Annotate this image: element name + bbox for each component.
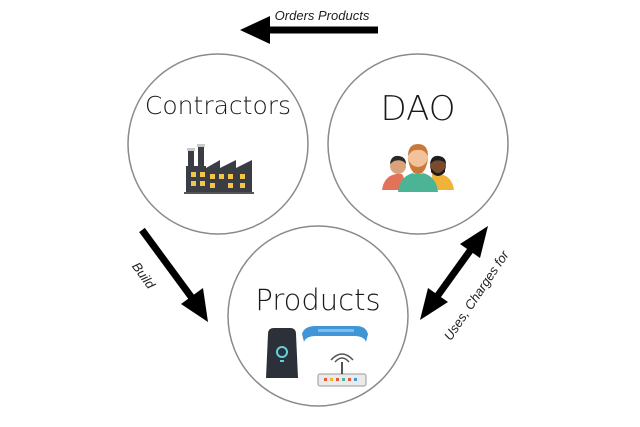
dao-title: DAO (380, 89, 455, 129)
uses-label: Uses, Charges for (441, 247, 512, 343)
factory-icon (184, 144, 254, 194)
contractors-title: Contractors (145, 91, 291, 120)
people-group-icon (382, 144, 454, 192)
uses-arrow (420, 226, 488, 320)
orders-arrow (240, 16, 378, 44)
contractors-node (127, 53, 309, 235)
speaker-icon (266, 328, 298, 378)
products-title: Products (255, 283, 380, 317)
build-arrow (139, 227, 208, 322)
wristband-icon (302, 326, 368, 342)
build-label: Build (129, 259, 159, 292)
router-icon (317, 353, 367, 387)
devices-icon (266, 326, 368, 387)
orders-label: Orders Products (275, 8, 370, 23)
